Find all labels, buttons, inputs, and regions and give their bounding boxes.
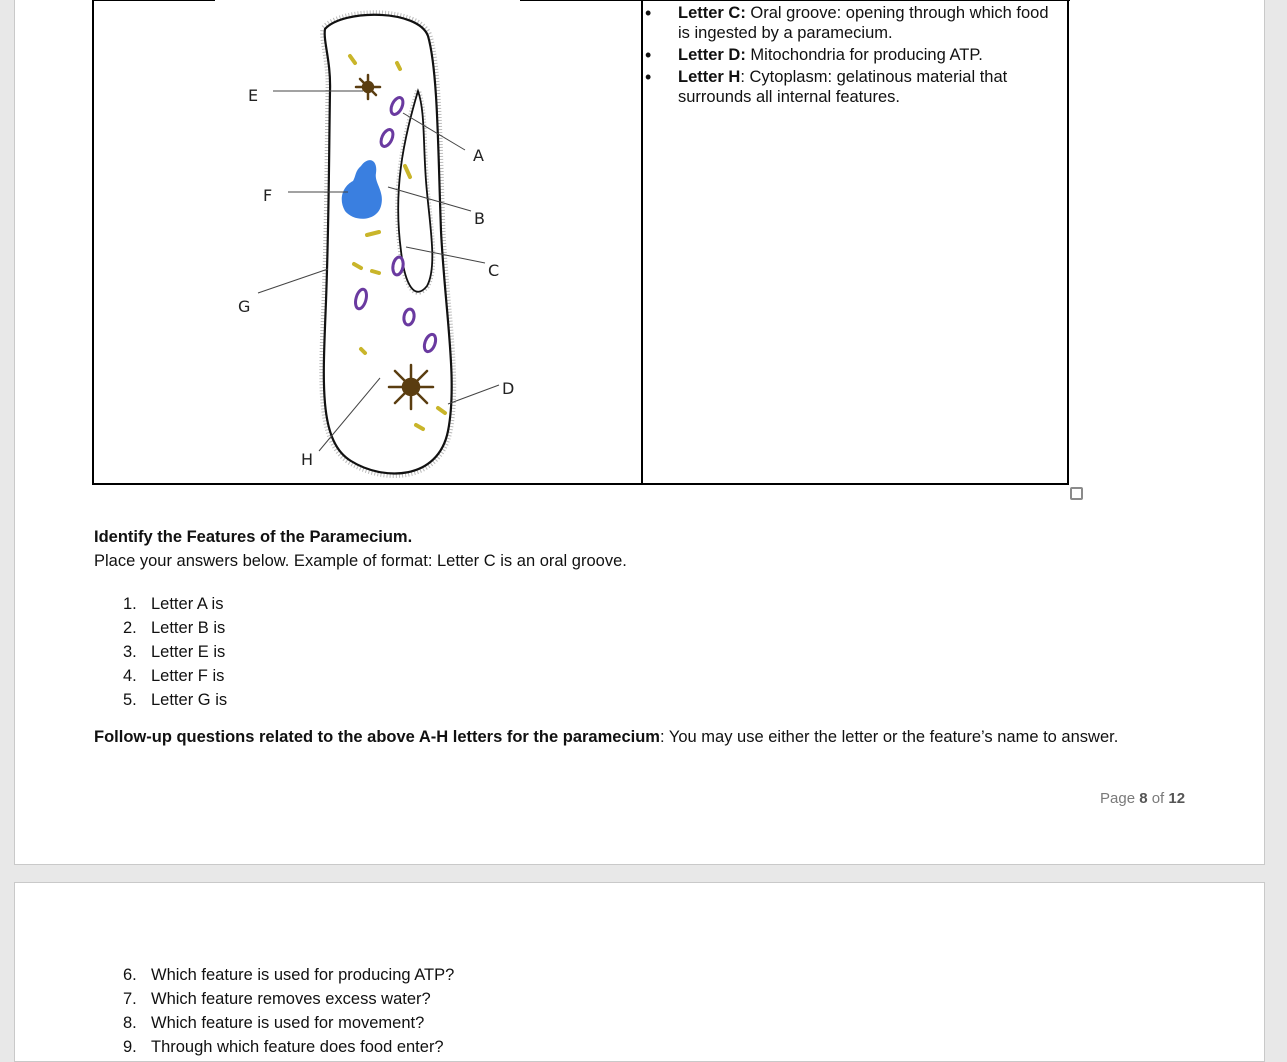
note-item: Letter H: Cytoplasm: gelatinous material… [645,67,1055,107]
list-item[interactable]: 5.Letter G is [123,688,227,712]
item-number: 3. [123,640,151,664]
item-number: 6. [123,963,151,987]
item-text: Which feature removes excess water? [151,990,431,1008]
label-c: C [488,261,499,280]
item-number: 8. [123,1011,151,1035]
item-text: Letter G is [151,691,227,709]
section-heading: Identify the Features of the Paramecium. [94,528,412,547]
list-item[interactable]: 1.Letter A is [123,592,227,616]
section-instruction: Place your answers below. Example of for… [94,552,627,571]
note-item: Letter C: Oral groove: opening through w… [645,3,1055,43]
item-text: Which feature is used for producing ATP? [151,966,454,984]
list-item[interactable]: 3.Letter E is [123,640,227,664]
followup-bold: Follow-up questions related to the above… [94,728,660,746]
list-item[interactable]: 2.Letter B is [123,616,227,640]
item-number: 1. [123,592,151,616]
feature-notes-list: Letter C: Oral groove: opening through w… [645,3,1055,109]
followup-rest: : You may use either the letter or the f… [660,728,1118,746]
note-term: Letter C: [678,4,746,22]
list-item[interactable]: 6.Which feature is used for producing AT… [123,963,454,987]
table-column-divider [641,0,643,483]
list-item[interactable]: 9.Through which feature does food enter? [123,1035,454,1059]
item-text: Letter B is [151,619,225,637]
item-text: Letter E is [151,643,225,661]
document-page-9: 6.Which feature is used for producing AT… [14,882,1265,1062]
item-text: Letter A is [151,595,223,613]
item-text: Through which feature does food enter? [151,1038,444,1056]
label-e: E [248,86,258,105]
page-total: 12 [1168,790,1185,807]
item-number: 5. [123,688,151,712]
answer-list: 1.Letter A is 2.Letter B is 3.Letter E i… [123,592,227,712]
label-b: B [474,209,485,228]
item-number: 4. [123,664,151,688]
item-number: 7. [123,987,151,1011]
page-of: of [1148,790,1169,807]
page-current: 8 [1139,790,1147,807]
note-text: Mitochondria for producing ATP. [746,46,983,64]
item-text: Which feature is used for movement? [151,1014,424,1032]
note-term: Letter D: [678,46,746,64]
note-term: Letter H [678,68,740,86]
paramecium-body [324,15,452,474]
list-item[interactable]: 7.Which feature removes excess water? [123,987,454,1011]
item-number: 2. [123,616,151,640]
item-number: 9. [123,1035,151,1059]
label-f: F [263,186,272,205]
label-h: H [301,450,313,469]
paramecium-diagram: E F G H A B C D [93,1,633,483]
followup-instructions: Follow-up questions related to the above… [94,728,1118,747]
list-item[interactable]: 4.Letter F is [123,664,227,688]
label-a: A [473,146,484,165]
list-item[interactable]: 8.Which feature is used for movement? [123,1011,454,1035]
document-page-8: E F G H A B C D Letter C: Oral groove: o… [14,0,1265,865]
note-item: Letter D: Mitochondria for producing ATP… [645,45,1055,65]
page-number: Page 8 of 12 [1100,790,1185,807]
label-d: D [502,379,514,398]
question-list: 6.Which feature is used for producing AT… [123,963,454,1059]
label-g: G [238,297,250,316]
page-prefix: Page [1100,790,1139,807]
item-text: Letter F is [151,667,224,685]
table-resize-handle[interactable] [1070,487,1083,500]
